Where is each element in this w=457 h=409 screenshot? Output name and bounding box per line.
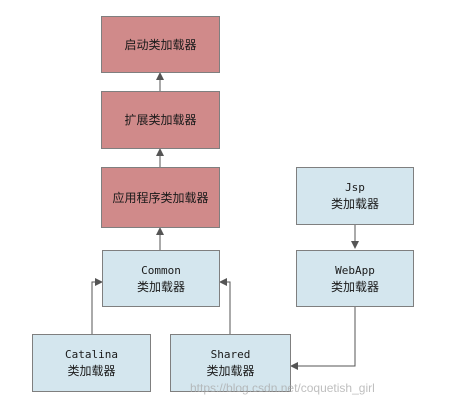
shared-classloader-name: Shared [210,348,251,361]
common-classloader-label: 类加载器 [136,279,185,294]
jsp-classloader-label: 类加载器 [330,197,379,211]
extension-classloader-label: 扩展类加载器 [124,113,197,127]
extension-classloader-box: 扩展类加载器 [101,91,220,149]
jsp-classloader-box: Jsp 类加载器 [296,167,414,225]
shared-classloader-label: 类加载器 [206,364,255,378]
webapp-classloader-box: WebApp 类加载器 [296,250,414,307]
common-classloader-box: Common 类加载器 [102,250,220,307]
catalina-classloader-box: Catalina 类加载器 [32,334,151,392]
watermark-text: https://blog.csdn.net/coquetish_girl [190,381,375,395]
webapp-classloader-label: 类加载器 [330,279,379,294]
arrow-catalina-to-common [91,278,103,334]
bootstrap-classloader-label: 启动类加载器 [124,37,197,52]
catalina-classloader-name: Catalina [65,348,118,361]
catalina-classloader-label: 类加载器 [67,364,116,378]
shared-classloader-box: Shared 类加载器 [170,334,291,392]
jsp-classloader-name: Jsp [345,181,365,194]
arrow-shared-to-common [219,278,231,334]
arrow-webapp-to-shared [290,307,356,370]
common-classloader-name: Common [141,263,181,277]
webapp-classloader-name: WebApp [335,263,375,277]
application-classloader-label: 应用程序类加载器 [112,190,209,205]
bootstrap-classloader-box: 启动类加载器 [101,16,220,73]
application-classloader-box: 应用程序类加载器 [101,167,220,228]
